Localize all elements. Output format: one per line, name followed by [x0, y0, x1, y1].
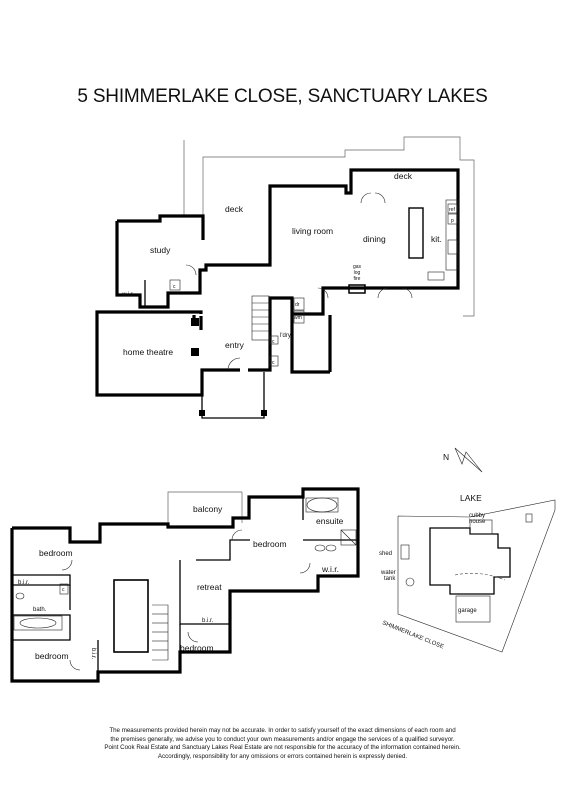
room-label-home-theatre: home theatre	[123, 347, 173, 357]
site-label-shed: shed	[379, 551, 392, 557]
page-title: 5 SHIMMERLAKE CLOSE, SANCTUARY LAKES	[77, 86, 488, 107]
fixture-label-ref: ref	[449, 207, 455, 213]
disclaimer-line-3: Point Cook Real Estate and Sanctuary Lak…	[104, 744, 461, 752]
fireplace-label-1: gas	[353, 264, 362, 270]
room-label-deck-upper: deck	[394, 171, 413, 181]
site-plan	[397, 499, 556, 653]
room-label-bir-1: b.i.r.	[18, 580, 30, 586]
room-label-living-room: living room	[292, 226, 333, 236]
disclaimer-line-2: the premises generally, we advise you to…	[110, 735, 455, 743]
site-label-garage: garage	[458, 608, 477, 614]
room-label-bedroom-left: bedroom	[39, 548, 73, 558]
fixture-label-dryer: dr	[295, 302, 300, 308]
room-label-wir-ground: w.i.r.	[121, 292, 134, 298]
site-label-cubby: cubby	[469, 513, 485, 519]
room-label-deck-left: deck	[225, 204, 244, 214]
room-label-kitchen: kit.	[431, 234, 442, 244]
disclaimer-line-4: Accordingly, responsibility for any omis…	[157, 752, 408, 760]
room-label-bedroom-bottom-mid: bedroom	[180, 643, 214, 653]
fixture-label-washer: wm	[294, 315, 302, 321]
fixture-label-cupboard-3: c	[272, 360, 275, 366]
room-label-bir-2: b.i.r.	[202, 618, 214, 624]
room-label-retreat: retreat	[197, 582, 222, 592]
site-label-house: house	[469, 519, 486, 525]
site-label-tank: tank	[384, 576, 396, 582]
compass-north-label: N	[443, 452, 449, 462]
room-label-laundry: l'dry	[280, 333, 291, 339]
room-label-bath: bath.	[33, 607, 47, 613]
fixture-label-cupboard-2: c	[272, 339, 275, 345]
site-label-lake: LAKE	[460, 493, 482, 503]
fixture-label-pantry: p	[451, 218, 454, 224]
fixture-label-cupboard-first: c	[62, 587, 65, 593]
fireplace-label-2: log	[354, 270, 361, 276]
site-label-street: SHIMMERLAKE CLOSE	[381, 620, 444, 650]
fireplace-label-3: fire	[354, 276, 361, 282]
room-label-bir-3: b.i.r.	[90, 648, 96, 660]
room-label-ensuite: ensuite	[316, 516, 344, 526]
north-arrow-icon	[454, 447, 483, 473]
room-label-wir-first: w.i.r.	[321, 564, 339, 574]
room-label-dining: dining	[363, 234, 386, 244]
fixture-label-cupboard: c	[173, 284, 176, 290]
room-label-bedroom-main: bedroom	[253, 539, 287, 549]
room-label-balcony: balcony	[193, 504, 223, 514]
first-floor-plan	[10, 487, 360, 683]
room-label-entry: entry	[225, 340, 245, 350]
room-label-bedroom-bottom-left: bedroom	[35, 651, 69, 661]
disclaimer: The measurements provided herein may not…	[60, 727, 505, 761]
room-label-study: study	[150, 245, 171, 255]
ground-floor-plan	[95, 136, 475, 419]
disclaimer-line-1: The measurements provided herein may not…	[109, 727, 456, 734]
site-label-water: water	[380, 570, 396, 576]
